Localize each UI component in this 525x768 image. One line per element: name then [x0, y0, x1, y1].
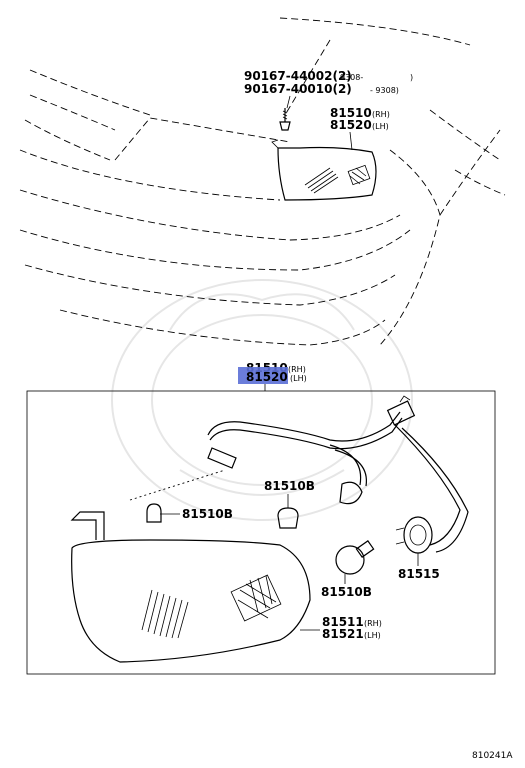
socket-label: 81515 [398, 567, 440, 581]
lamp-lens [70, 511, 311, 663]
lens-lh-sub: (LH) [364, 631, 381, 640]
bulb-wedge-icon [277, 507, 299, 529]
box-callouts: 81510B 81510B 81510B 81515 81511 (RH) 81… [160, 479, 440, 641]
assembly-lh-sub: (LH) [290, 374, 307, 383]
assembly-lh-part[interactable]: 81520 [246, 370, 288, 384]
bulb-c-label: 81510B [321, 585, 372, 599]
lamp-rh-sub: (RH) [372, 110, 390, 119]
assembly-header: 81510 (RH) 81520 (LH) [238, 361, 307, 391]
part-highlight[interactable] [238, 367, 288, 384]
watermark [111, 279, 413, 521]
assembly-frame [26, 390, 496, 675]
lens-rh-part: 81511 [322, 615, 364, 629]
diagram-code: 810241A [472, 751, 513, 761]
lens-lh-part: 81521 [322, 627, 364, 641]
socket-icon [395, 516, 433, 554]
wire-harness [207, 395, 469, 553]
bolt-range-1-end: ) [410, 73, 413, 82]
lamp-lh-part: 81520 [330, 118, 372, 132]
bulb-small-icon [129, 469, 226, 523]
bolt-range-1: 9308- [340, 73, 363, 82]
lamp-rh-part: 81510 [330, 106, 372, 120]
lens-rh-sub: (RH) [364, 619, 382, 628]
lamp-lh-sub: (LH) [372, 122, 389, 131]
bulb-globe-icon [335, 540, 375, 575]
bulb-a-label: 81510B [264, 479, 315, 493]
vehicle-body-outline [19, 17, 506, 346]
top-callouts: 90167-44002(2) 9308- ) 90167-40010(2) - … [244, 69, 413, 151]
bolt-range-2: - 9308) [370, 86, 399, 95]
bolt-part-2: 90167-40010(2) [244, 82, 352, 96]
bulb-b-label: 81510B [182, 507, 233, 521]
assembly-rh-sub: (RH) [288, 365, 306, 374]
bolt-part-1: 90167-44002(2) [244, 69, 352, 83]
bolt-icon [279, 108, 291, 131]
corner-lamp-installed [271, 139, 377, 201]
